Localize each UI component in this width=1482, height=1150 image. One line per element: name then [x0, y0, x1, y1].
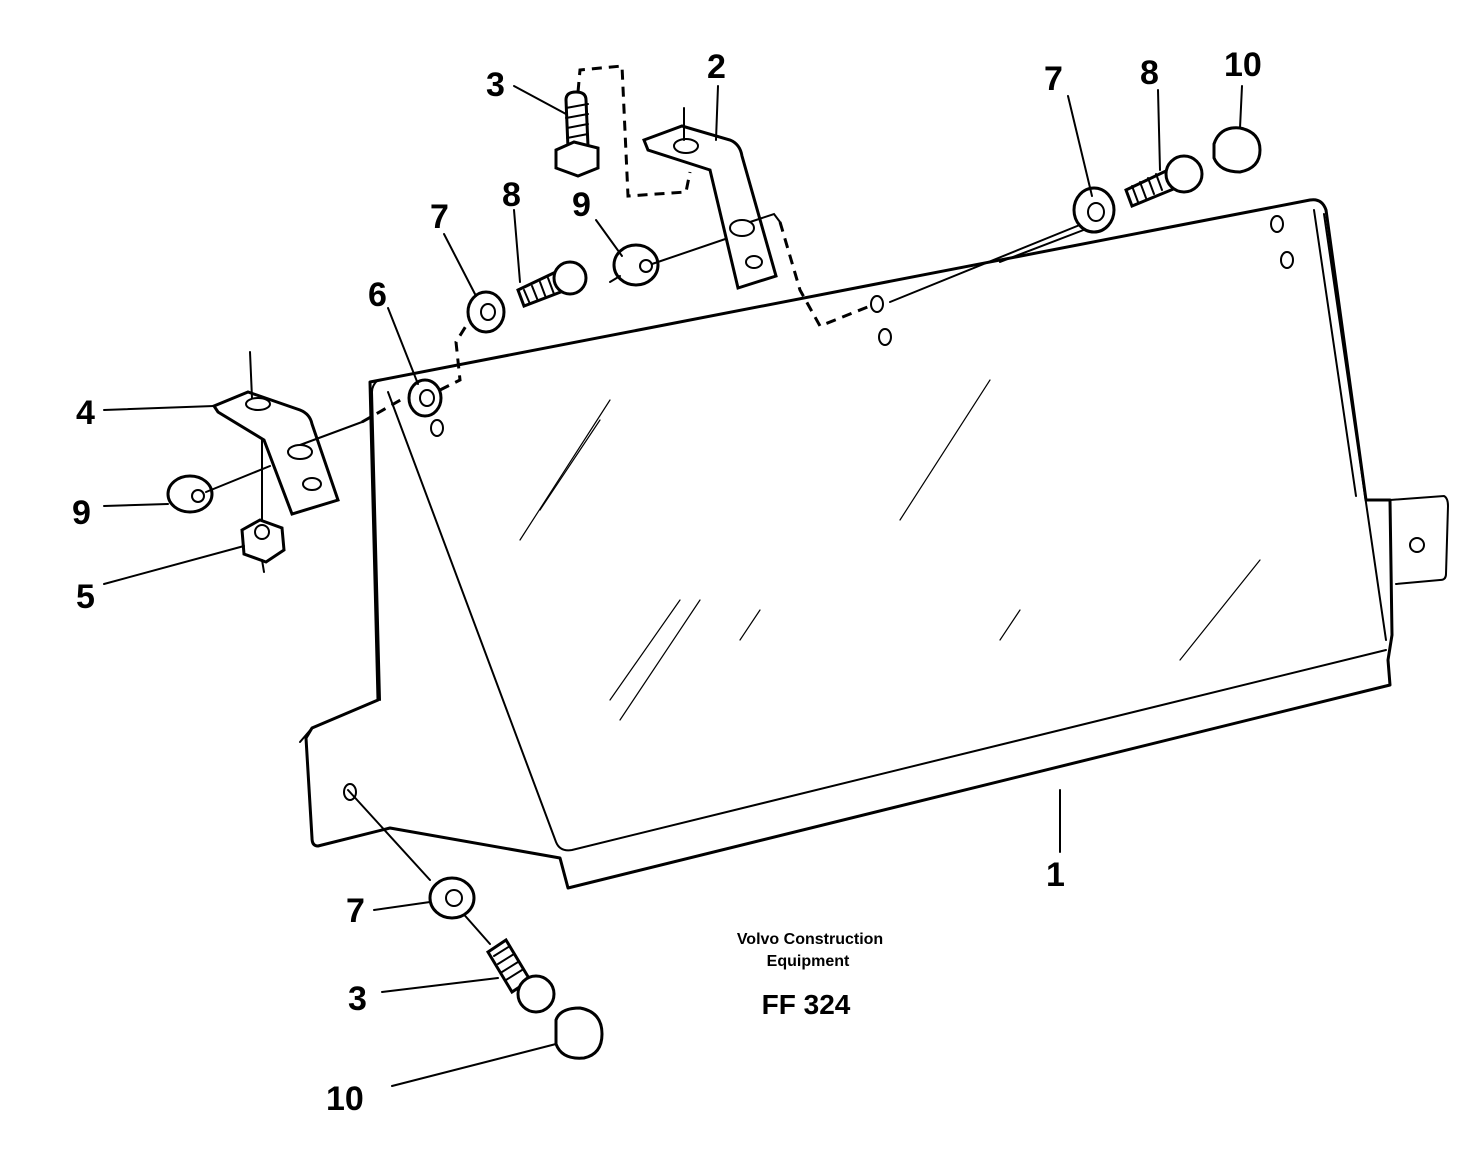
bolt-right-assembly [889, 126, 1262, 303]
label-part-4: 4 [76, 394, 95, 432]
hex-nut [240, 518, 286, 573]
label-part-10-right: 10 [1224, 46, 1262, 84]
label-part-8-left: 8 [502, 176, 521, 214]
bracket-left [211, 351, 405, 529]
label-part-8-right: 8 [1140, 54, 1159, 92]
figure-code: FF 324 [762, 989, 851, 1020]
caption-line-2: Equipment [767, 953, 850, 970]
label-part-9-left: 9 [72, 494, 91, 532]
label-part-7-left: 7 [430, 198, 449, 236]
caption-line-1: Volvo Construction [737, 931, 883, 948]
nut-left [166, 465, 271, 514]
label-part-3-bottom: 3 [348, 980, 367, 1018]
label-part-9-mid: 9 [572, 186, 591, 224]
nut-mid [609, 233, 741, 287]
bolt-mid-assembly [466, 260, 588, 334]
label-part-3-top: 3 [486, 66, 505, 104]
bracket-top [642, 107, 871, 328]
label-part-5: 5 [76, 578, 95, 616]
bolt-bottom-assembly [347, 789, 604, 1060]
label-part-7-right: 7 [1044, 60, 1063, 98]
part-labels: 1 2 3 3 4 5 6 7 7 7 8 8 9 9 10 10 [72, 46, 1262, 1118]
caption: Volvo Construction Equipment FF 324 [737, 931, 883, 1020]
label-part-7-bottom: 7 [346, 892, 365, 930]
label-part-10-bottom: 10 [326, 1080, 364, 1118]
label-part-2: 2 [707, 48, 726, 86]
label-part-6: 6 [368, 276, 387, 314]
label-part-1: 1 [1046, 856, 1065, 894]
leader-lines [103, 85, 1243, 1087]
guard-plate [299, 198, 1450, 890]
bolt-top [554, 64, 692, 198]
washer-6 [407, 325, 468, 418]
